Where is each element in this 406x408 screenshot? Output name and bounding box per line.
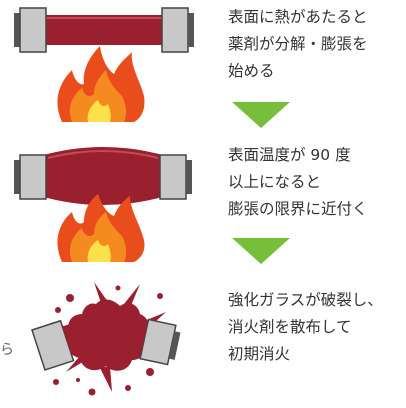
step1-line2: 薬剤が分解・膨張を — [228, 35, 368, 53]
stage2-flame-icon — [57, 194, 145, 262]
broken-cap-right-icon — [134, 318, 181, 366]
stage1-flame-icon — [57, 46, 145, 122]
stage3-illustration — [31, 282, 181, 396]
down-arrow-icon — [232, 102, 290, 128]
step1-line1: 表面に熱があたると — [228, 8, 368, 26]
step2-caption: 表面温度が 90 度 以上になると 膨張の限界に近付く — [228, 142, 404, 223]
stage1-illustration — [14, 7, 194, 122]
stage2-cylinder — [14, 147, 192, 205]
step2-line2: 以上になると — [228, 173, 322, 191]
step2-line1: 表面温度が 90 度 — [228, 146, 351, 164]
stage1-cylinder — [14, 7, 194, 53]
step3-line2: 消火剤を散布して — [228, 318, 352, 336]
step3-line1: 強化ガラスが破裂し、 — [228, 291, 383, 309]
down-arrow-icon — [232, 238, 290, 264]
broken-cap-left-icon — [31, 319, 79, 371]
step3-line3: 初期消火 — [228, 345, 291, 363]
step2-line3: 膨張の限界に近付く — [228, 200, 368, 218]
step3-caption: 強化ガラスが破裂し、 消火剤を散布して 初期消火 — [228, 287, 404, 368]
edge-fragment-text: ら — [0, 342, 14, 358]
stage2-illustration — [14, 147, 192, 262]
step1-line3: 始める — [228, 62, 275, 80]
step1-caption: 表面に熱があたると 薬剤が分解・膨張を 始める — [228, 4, 404, 85]
process-illustration — [14, 7, 194, 396]
